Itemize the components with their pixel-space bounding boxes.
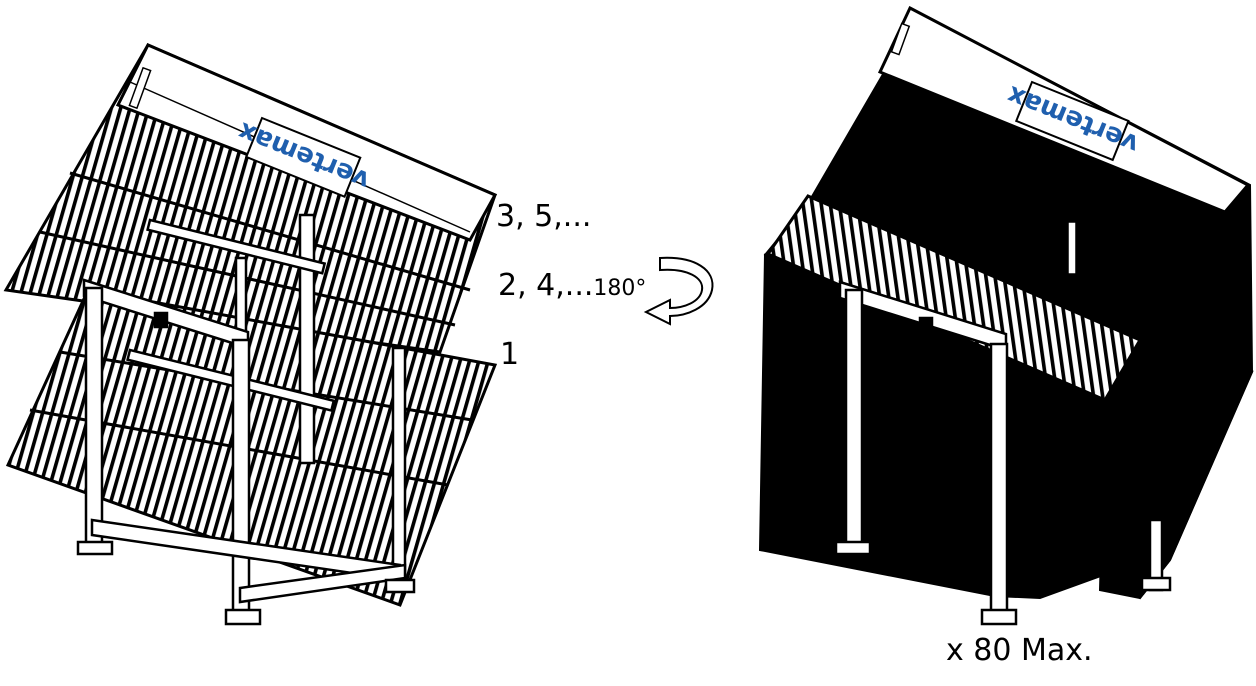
- first-step-label: 1: [500, 337, 520, 372]
- odd-steps-label: 3, 5,...: [496, 199, 592, 234]
- curved-rotation-arrow-icon: [643, 256, 714, 326]
- even-steps-text: 2, 4,...: [498, 268, 594, 303]
- even-steps-label: 2, 4,...180°: [498, 268, 646, 303]
- right-front-frame: [834, 280, 1172, 626]
- rotation-angle-label: 180°: [593, 276, 647, 301]
- capacity-label: x 80 Max.: [946, 633, 1093, 668]
- front-frame: [76, 278, 416, 626]
- left-rack-open: vertemax: [3, 43, 498, 626]
